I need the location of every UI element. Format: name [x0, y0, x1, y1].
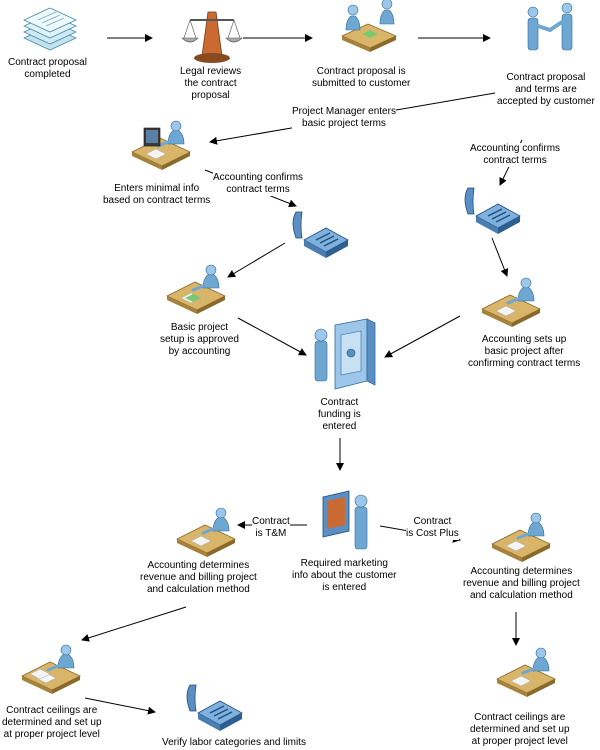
node-label-accounting-sets-up: Accounting sets up basic project after c… [468, 334, 581, 369]
accounting-desk-icon-3 [175, 506, 237, 559]
arrow-phone2-n7 [491, 237, 509, 277]
node-label-revenue-billing-tm: Accounting determines revenue and billin… [140, 560, 257, 595]
arrow-n12-phone3 [84, 697, 156, 715]
legal-scales-icon [181, 11, 243, 63]
arrow-n6-n8 [237, 317, 307, 356]
accounting-desk-icon-4 [490, 511, 552, 564]
node-label-verify-labor: Verify labor categories and limits [162, 737, 306, 748]
edge-label-accounting-confirms-2: Accounting confirms contract terms [470, 143, 561, 167]
edge-label-contract-cost-plus: Contract is Cost Plus [406, 516, 459, 540]
edge-label-pm-enters-terms: Project Manager enters basic project ter… [292, 106, 396, 130]
node-label-ceilings-tm: Contract ceilings are determined and set… [2, 705, 102, 740]
computer-desk-icon [130, 119, 192, 172]
telephone-icon-1 [292, 211, 349, 259]
arrow-n7-n8 [384, 315, 461, 358]
node-label-marketing-info: Required marketing info about the custom… [292, 558, 397, 593]
telephone-icon-3 [186, 684, 243, 732]
accounting-desk-icon-6 [495, 646, 557, 699]
accounting-desk-icon-2 [480, 276, 542, 329]
node-label-proposal-completed: Contract proposal completed [8, 57, 87, 80]
node-label-submitted-to-customer: Contract proposal is submitted to custom… [312, 66, 411, 89]
node-label-ceilings-cp: Contract ceilings are determined and set… [470, 712, 570, 747]
node-label-basic-setup-approved: Basic project setup is approved by accou… [160, 322, 239, 357]
node-label-enters-minimal-info: Enters minimal info based on contract te… [103, 183, 211, 206]
safe-icon [314, 318, 376, 390]
node-label-accepted-by-customer: Contract proposal and terms are accepted… [497, 72, 595, 107]
arrow-n10-n12 [81, 606, 187, 642]
node-label-revenue-billing-cp: Accounting determines revenue and billin… [463, 566, 580, 601]
accounting-desk-icon-1 [165, 263, 227, 316]
handshake-icon [527, 2, 573, 51]
node-label-legal-review: Legal reviews the contract proposal [180, 66, 242, 101]
edge-label-accounting-confirms-1: Accounting confirms contract terms [213, 172, 304, 196]
node-label-contract-funding: Contract funding is entered [318, 397, 361, 432]
arrow-phone1-n6 [227, 242, 286, 278]
document-stack-icon [23, 7, 77, 51]
accounting-desk-icon-5 [20, 643, 82, 696]
marketing-kiosk-icon [322, 490, 368, 550]
meeting-table-icon [341, 0, 397, 52]
telephone-icon-2 [464, 187, 521, 235]
edge-label-contract-tm: Contract is T&M [252, 516, 290, 540]
